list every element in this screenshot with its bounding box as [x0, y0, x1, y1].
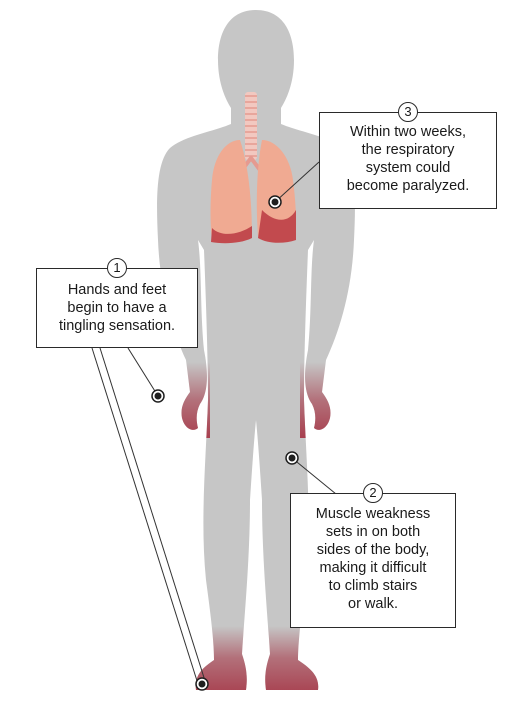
callout-2-line: to climb stairs [291, 577, 455, 595]
leader-line-1-foot-a [92, 348, 198, 684]
callout-2-line: making it difficult [291, 559, 455, 577]
callout-2-line: sets in on both [291, 523, 455, 541]
callout-number-2: 2 [363, 483, 383, 503]
right-hand-tingling-area [300, 362, 360, 438]
callout-number-3: 3 [398, 102, 418, 122]
callout-3-line: the respiratory [320, 141, 496, 159]
callout-3-line: Within two weeks, [320, 123, 496, 141]
callout-2-line: Muscle weakness [291, 505, 455, 523]
callout-2-muscle-weakness: 2 Muscle weakness sets in on both sides … [290, 493, 456, 628]
callout-1-line: begin to have a [37, 299, 197, 317]
callout-3-line: system could [320, 159, 496, 177]
callout-1-line: Hands and feet [37, 281, 197, 299]
callout-1-tingling: 1 Hands and feet begin to have a tinglin… [36, 268, 198, 348]
callout-3-respiratory: 3 Within two weeks, the respiratory syst… [319, 112, 497, 209]
callout-1-line: tingling sensation. [37, 317, 197, 335]
callout-3-line: become paralyzed. [320, 177, 496, 195]
callout-2-line: sides of the body, [291, 541, 455, 559]
callout-number-1: 1 [107, 258, 127, 278]
leader-line-1-hand [128, 348, 158, 396]
callout-2-line: or walk. [291, 595, 455, 613]
right-foot-tingling-area [262, 626, 324, 696]
